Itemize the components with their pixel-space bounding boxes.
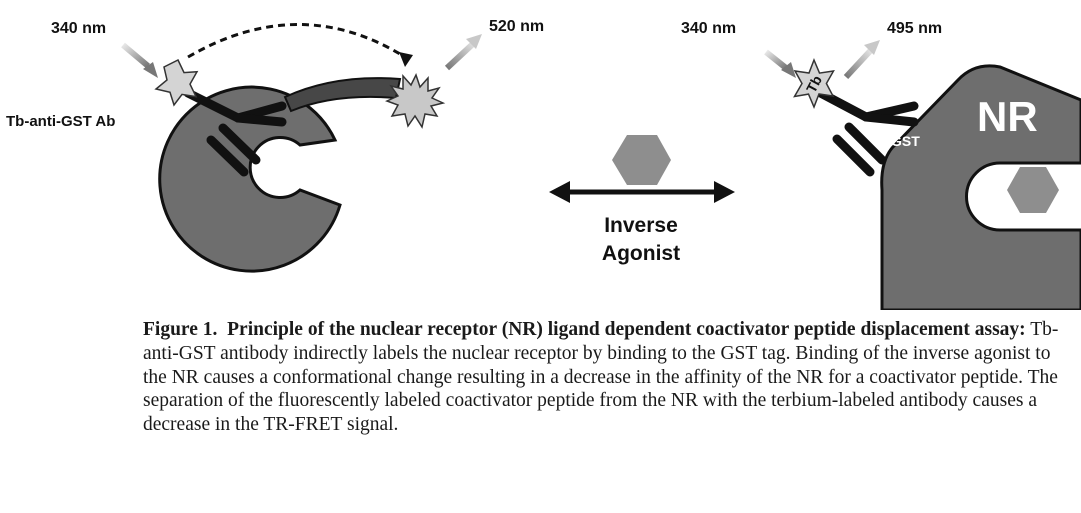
center-equilibrium: Inverse Agonist (549, 135, 735, 265)
antibody-right (810, 85, 919, 177)
antibody-left (183, 88, 287, 177)
emission-arrow-right (864, 40, 880, 55)
agonist-label: Agonist (602, 242, 680, 265)
gst-label: GST (891, 133, 920, 149)
terbium-star-right (793, 57, 835, 109)
acceptor-fluorophore-star (385, 73, 446, 129)
inverse-label: Inverse (604, 214, 678, 237)
fret-arrowhead (399, 52, 413, 67)
left-panel: 340 nm 520 nm Tb-anti-GST Ab (6, 18, 544, 273)
excitation-arrow-right (781, 62, 796, 78)
fret-transfer-arc (187, 23, 406, 59)
caption-title: Principle of the nuclear receptor (NR) l… (227, 319, 1026, 340)
terbium-star-left (154, 58, 199, 107)
nr-label: NR (977, 93, 1038, 140)
excitation-arrow-left (143, 62, 158, 78)
assay-diagram: 340 nm 520 nm Tb-anti-GST Ab Inverse Ago… (6, 18, 1081, 310)
figure-caption: Figure 1. Principle of the nuclear recep… (143, 318, 1063, 437)
caption-figure-label: Figure 1. (143, 319, 218, 340)
equilibrium-arrow-right-head (714, 181, 735, 203)
bound-inverse-agonist (1007, 167, 1059, 213)
excitation-label-left: 340 nm (51, 20, 106, 37)
emission-arrow-left (466, 34, 482, 49)
nuclear-receptor-left (158, 85, 342, 273)
tb-label: Tb (803, 73, 825, 96)
antibody-label: Tb-anti-GST Ab (6, 113, 115, 130)
nuclear-receptor-right (880, 64, 1081, 310)
equilibrium-arrow-left-head (549, 181, 570, 203)
coactivator-peptide (283, 77, 402, 113)
inverse-agonist-hexagon (612, 135, 671, 185)
caption-body: Tb-anti-GST antibody indirectly labels t… (143, 319, 1059, 436)
excitation-label-right: 340 nm (681, 20, 736, 37)
emission-label-left: 520 nm (489, 18, 544, 35)
right-panel: Tb 340 nm 495 nm GST NR (681, 20, 1081, 310)
emission-label-right: 495 nm (887, 20, 942, 37)
